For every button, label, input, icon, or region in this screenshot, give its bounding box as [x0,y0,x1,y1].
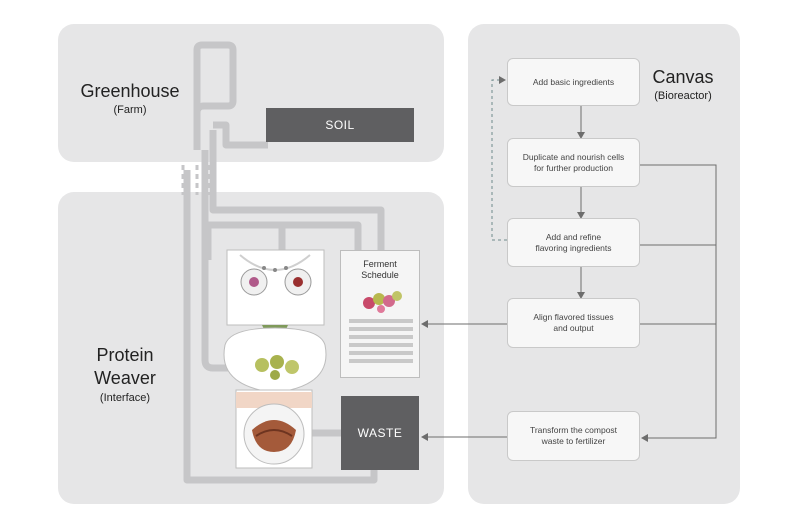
protein-weaver-subtitle: (Interface) [99,392,151,404]
canvas-subtitle: (Bioreactor) [654,90,712,102]
protein-weaver-title-line1: Protein [96,345,154,365]
greenhouse-subtitle: (Farm) [113,104,147,116]
ferment-title-line2: Schedule [361,270,399,280]
greenhouse-title: Greenhouse [80,81,180,101]
canvas-title: Canvas [652,67,714,87]
ferment-schedule-card: Ferment Schedule [340,250,420,378]
waste-box: WASTE [341,396,419,470]
waste-label: WASTE [357,426,403,440]
protein-weaver-title-line2: Weaver [94,368,156,388]
flow-arrows [421,106,717,442]
soil-box: SOIL [266,108,414,142]
ferment-title-line1: Ferment [363,259,397,269]
soil-label: SOIL [325,118,355,132]
water-pipe [183,41,385,484]
ferment-illustration [349,291,413,363]
feedback-dashed-arrow [491,76,507,241]
protein-weaver-machine [223,249,327,469]
step-add-basic-ingredients: Add basic ingredients [507,58,640,106]
